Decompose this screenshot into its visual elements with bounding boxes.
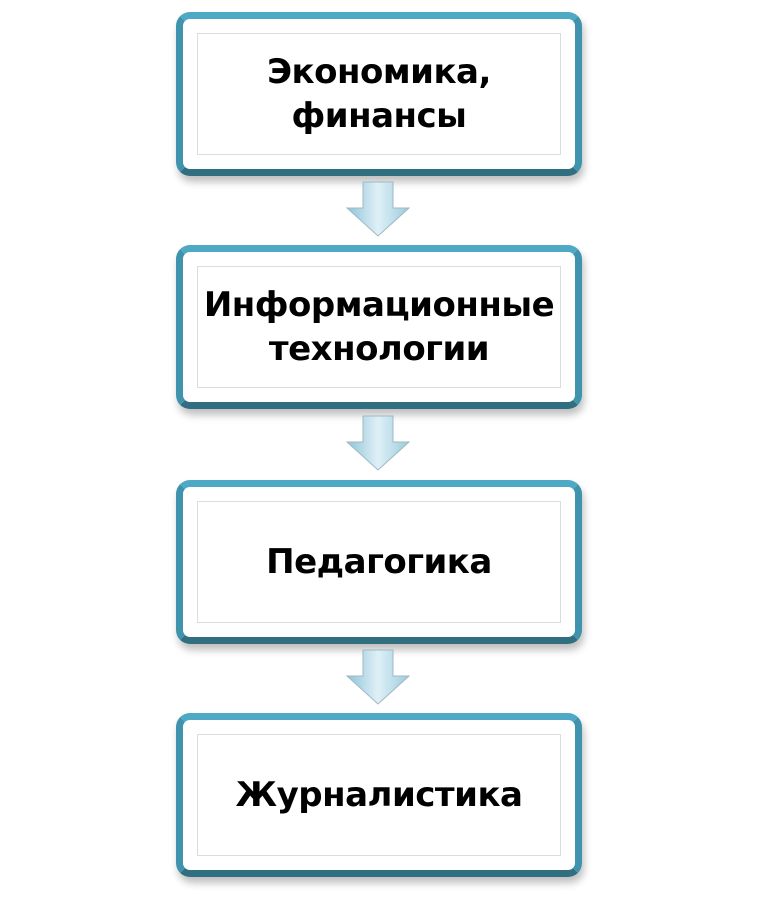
step-text-line: Журналистика	[235, 774, 523, 815]
step-box-journalism: Журналистика	[176, 713, 582, 877]
step-text-line: финансы	[291, 96, 467, 136]
down-arrow-icon	[345, 649, 411, 705]
step-text-line: Педагогика	[266, 541, 492, 582]
step-box-pedagogy: Педагогика	[176, 480, 582, 644]
step-box-economics: Экономика,финансы	[176, 12, 582, 176]
step-label: Журналистика	[197, 734, 561, 856]
step-label: Экономика,финансы	[197, 33, 561, 155]
down-arrow-icon	[345, 181, 411, 237]
step-text-line: Экономика,	[267, 51, 491, 92]
step-label: Педагогика	[197, 501, 561, 623]
down-arrow-icon	[345, 415, 411, 471]
step-text-line: технологии	[268, 329, 490, 369]
step-text-line: Информационные	[203, 284, 555, 325]
